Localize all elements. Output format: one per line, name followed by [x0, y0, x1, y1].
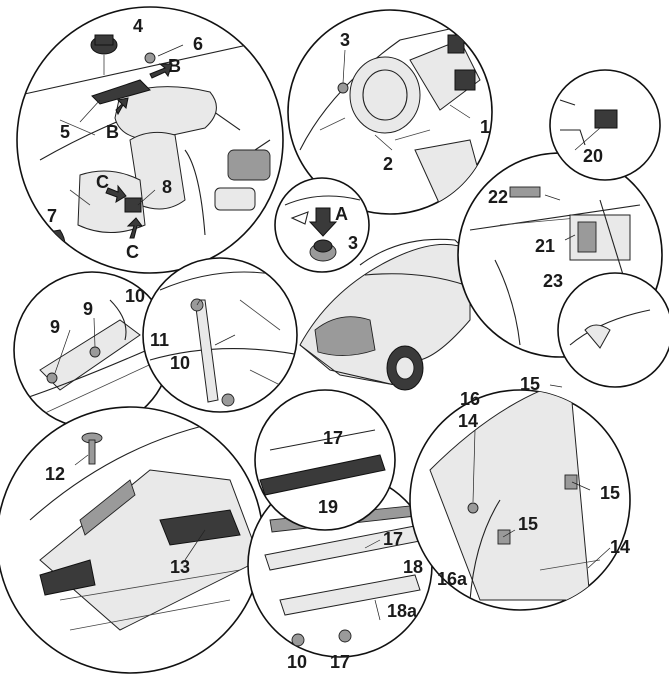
label-17-carrier: 17 [383, 529, 403, 549]
detail-circle-fender [409, 389, 631, 611]
label-18: 18 [403, 557, 423, 577]
label-9-left: 9 [50, 317, 60, 337]
label-22: 22 [488, 187, 508, 207]
label-15-top: 15 [520, 374, 540, 394]
label-1: 1 [480, 117, 490, 137]
arrow-c-bottom-icon [126, 217, 143, 239]
arrow-label-c-bottom: C [126, 242, 139, 262]
label-15-right: 15 [600, 483, 620, 503]
detail-circle-gas-strut [142, 257, 298, 413]
arrow-b-top-icon [149, 63, 173, 79]
car-overview [299, 238, 471, 391]
label-10-lower: 10 [170, 353, 190, 373]
arrow-label-b-left: B [106, 122, 119, 142]
label-14-left: 14 [458, 411, 478, 431]
label-23: 23 [543, 271, 563, 291]
label-15-mid: 15 [518, 514, 538, 534]
label-12: 12 [45, 464, 65, 484]
label-17-grille: 17 [323, 428, 343, 448]
label-6: 6 [193, 34, 203, 54]
detail-circle-hood-stop [274, 177, 370, 273]
label-17-bottom: 17 [330, 652, 350, 672]
label-11: 11 [150, 330, 169, 350]
label-2: 2 [383, 154, 393, 174]
label-16: 16 [460, 389, 480, 409]
label-13: 13 [170, 557, 190, 577]
label-7: 7 [47, 206, 57, 226]
label-19: 19 [318, 497, 338, 517]
label-5: 5 [60, 122, 70, 142]
label-20: 20 [583, 146, 603, 166]
arrow-label-a: A [335, 204, 348, 224]
leader-lines [54, 44, 611, 621]
label-3-top: 3 [340, 30, 350, 50]
detail-circle-trunk-liner [0, 406, 264, 674]
arrow-label-b-top: B [168, 56, 181, 76]
arrow-b-left-icon [115, 97, 129, 116]
label-18a: 18a [387, 601, 418, 621]
label-16a: 16a [437, 569, 468, 589]
arrow-c-top-icon [105, 184, 127, 204]
label-21: 21 [535, 236, 555, 256]
detail-circle-washer-pump [16, 6, 284, 274]
label-14-right: 14 [610, 537, 630, 557]
detail-circle-fuel-flap [287, 9, 493, 215]
label-4: 4 [133, 16, 143, 36]
detail-circle-clip [557, 272, 669, 388]
detail-circle-connector [549, 69, 661, 181]
label-8: 8 [162, 177, 172, 197]
direction-arrows [105, 63, 173, 239]
detail-circle-grille [254, 389, 396, 531]
label-10-bottom: 10 [287, 652, 307, 672]
label-10-strut: 10 [125, 286, 145, 306]
callout-labels: 1 2 3 3 4 5 6 7 8 9 9 10 10 10 11 12 13 … [45, 16, 630, 672]
arrow-label-c-top: C [96, 172, 109, 192]
label-3-stop: 3 [348, 233, 358, 253]
label-9-right: 9 [83, 299, 93, 319]
